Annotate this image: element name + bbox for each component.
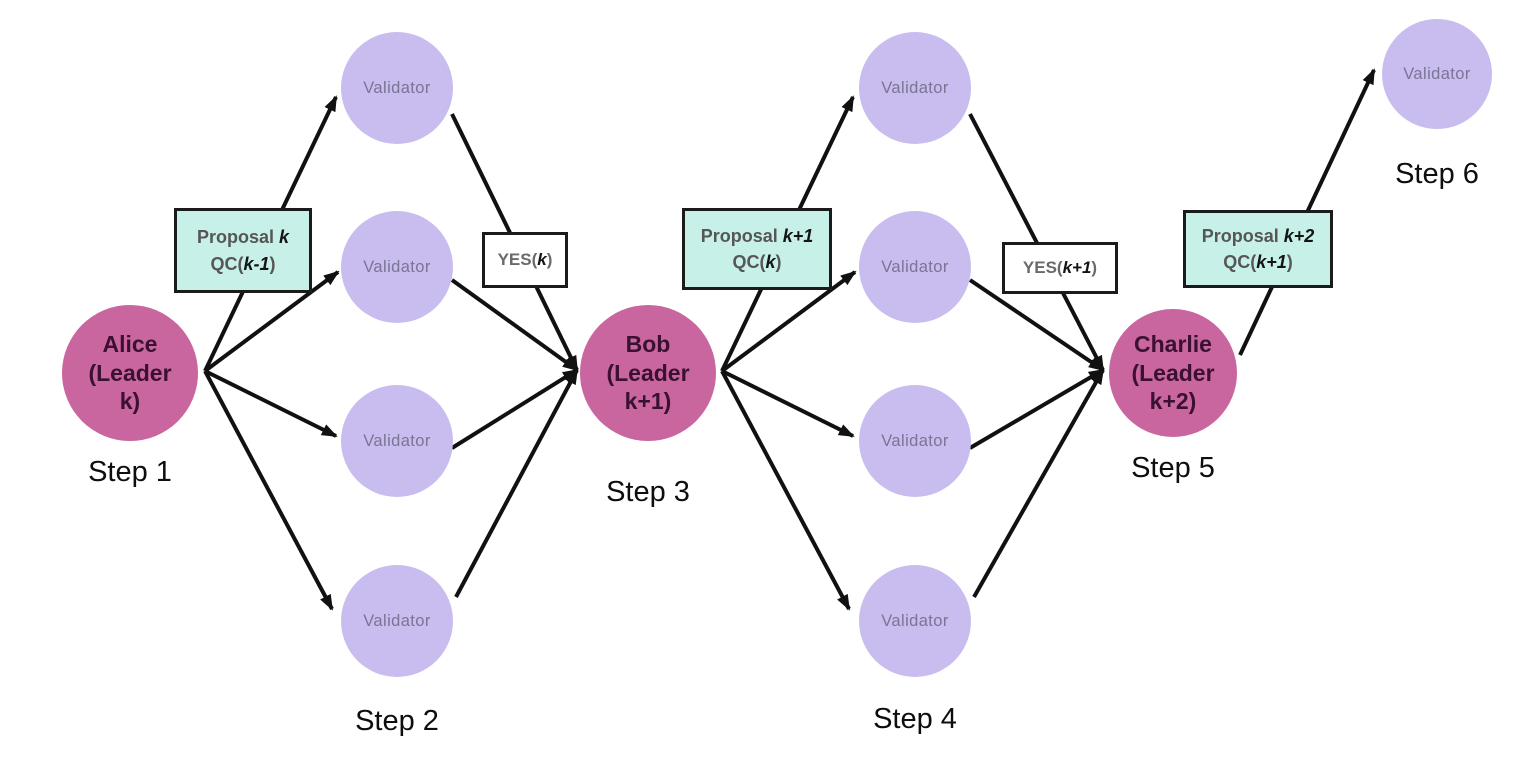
proposal-box-line2: QC(k-1) — [210, 253, 276, 274]
edge-bob-validator2 — [720, 270, 857, 373]
proposal-box-k1: Proposal k+1 QC(k) — [682, 208, 832, 290]
step-label-2: Step 2 — [355, 705, 439, 737]
validator-node: Validator — [859, 32, 971, 144]
yes-box-k1: YES(k+1) — [1002, 242, 1118, 294]
step-label-5: Step 5 — [1131, 452, 1215, 484]
edge-bob-validator4 — [720, 370, 851, 611]
validator-label: Validator — [363, 78, 431, 97]
edge-validator8-charlie — [972, 368, 1105, 598]
proposal-box-k: Proposal k QC(k-1) — [174, 208, 312, 293]
edge-alice-validator3 — [204, 369, 338, 438]
validator-node: Validator — [341, 211, 453, 323]
validator-node: Validator — [1382, 19, 1492, 129]
proposal-box-line1: Proposal k+2 — [1201, 225, 1315, 246]
validator-node: Validator — [859, 565, 971, 677]
validator-node: Validator — [341, 385, 453, 497]
edge-validator3-bob — [450, 368, 579, 450]
step-label-1: Step 1 — [88, 456, 172, 488]
step-label-6: Step 6 — [1395, 158, 1479, 190]
step-label-3: Step 3 — [606, 476, 690, 508]
proposal-box-k2: Proposal k+2 QC(k+1) — [1183, 210, 1333, 288]
proposal-box-line1: Proposal k+1 — [700, 225, 814, 246]
validator-node: Validator — [341, 32, 453, 144]
edge-bob-validator3 — [721, 369, 855, 438]
validator-label: Validator — [881, 78, 949, 97]
edge-validator7-charlie — [968, 368, 1105, 450]
validator-label: Validator — [363, 257, 431, 276]
validator-node: Validator — [859, 211, 971, 323]
validator-label: Validator — [1403, 64, 1471, 83]
validator-node: Validator — [859, 385, 971, 497]
yes-box-k: YES(k) — [482, 232, 568, 288]
yes-box-label: YES(k+1) — [1022, 258, 1098, 277]
validator-label: Validator — [881, 611, 949, 630]
validator-label: Validator — [881, 431, 949, 450]
edge-validator2-bob — [450, 278, 579, 372]
validator-label: Validator — [363, 431, 431, 450]
proposal-box-line2: QC(k+1) — [1223, 252, 1293, 272]
validator-label: Validator — [881, 257, 949, 276]
proposal-box-line1: Proposal k — [196, 227, 290, 248]
proposal-box-line2: QC(k) — [732, 252, 782, 272]
edge-validator6-charlie — [968, 278, 1105, 372]
edge-alice-validator4 — [203, 370, 334, 611]
edge-validator4-bob — [454, 368, 579, 598]
yes-box-label: YES(k) — [497, 250, 553, 269]
edge-alice-validator2 — [203, 270, 340, 373]
validator-node: Validator — [341, 565, 453, 677]
step-label-4: Step 4 — [873, 703, 957, 735]
validator-label: Validator — [363, 611, 431, 630]
